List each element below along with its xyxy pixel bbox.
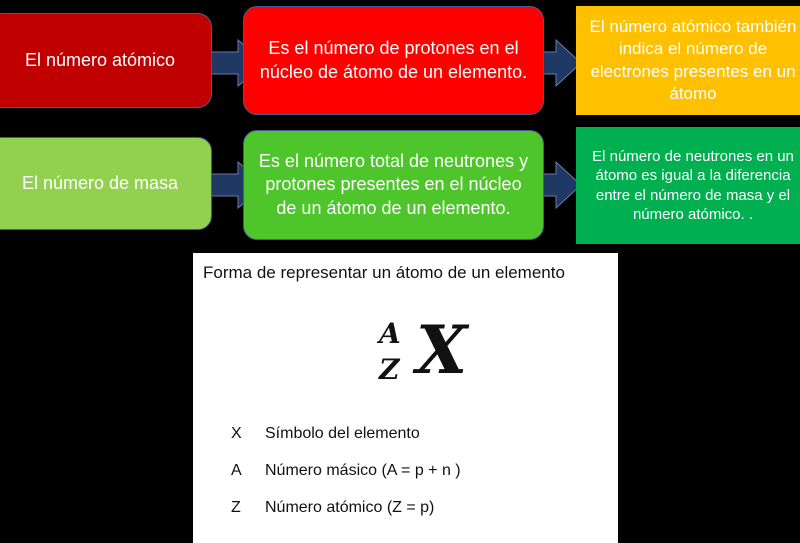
mass-number-symbol: A [379, 317, 401, 350]
atom-notation-panel: Forma de representar un átomo de un elem… [193, 253, 618, 543]
note-atomic-number: El número atómico también indica el núme… [576, 6, 800, 115]
atomic-number-symbol: Z [379, 353, 400, 386]
note-mass-number: El número de neutrones en un átomo es ig… [576, 127, 800, 244]
legend-key: Z [231, 499, 241, 516]
legend-text: Símbolo del elemento [265, 425, 420, 442]
isotope-notation: A Z X [371, 311, 491, 401]
definition-label: Es el número total de neutrones y proton… [258, 150, 529, 218]
definition-atomic-number: Es el número de protones en el núcleo de… [243, 6, 544, 115]
legend-key: A [231, 462, 242, 479]
panel-title: Forma de representar un átomo de un elem… [203, 263, 565, 282]
note-label: El número atómico también indica el núme… [589, 17, 797, 103]
legend-key: X [231, 425, 242, 442]
legend-item: X Símbolo del elemento [231, 425, 420, 443]
term-label: El número de masa [21, 172, 179, 193]
legend-text: Número atómico (Z = p) [265, 499, 435, 516]
element-symbol: X [416, 311, 468, 389]
term-mass-number: El número de masa [0, 137, 212, 230]
term-atomic-number: El número atómico [0, 13, 212, 108]
legend-item: A Número másico (A = p + n ) [231, 462, 461, 480]
definition-mass-number: Es el número total de neutrones y proton… [243, 130, 544, 240]
legend-item: Z Número atómico (Z = p) [231, 499, 434, 517]
definition-label: Es el número de protones en el núcleo de… [259, 38, 528, 82]
legend-text: Número másico (A = p + n ) [265, 462, 461, 479]
note-label: El número de neutrones en un átomo es ig… [592, 147, 794, 224]
term-label: El número atómico [24, 49, 176, 70]
